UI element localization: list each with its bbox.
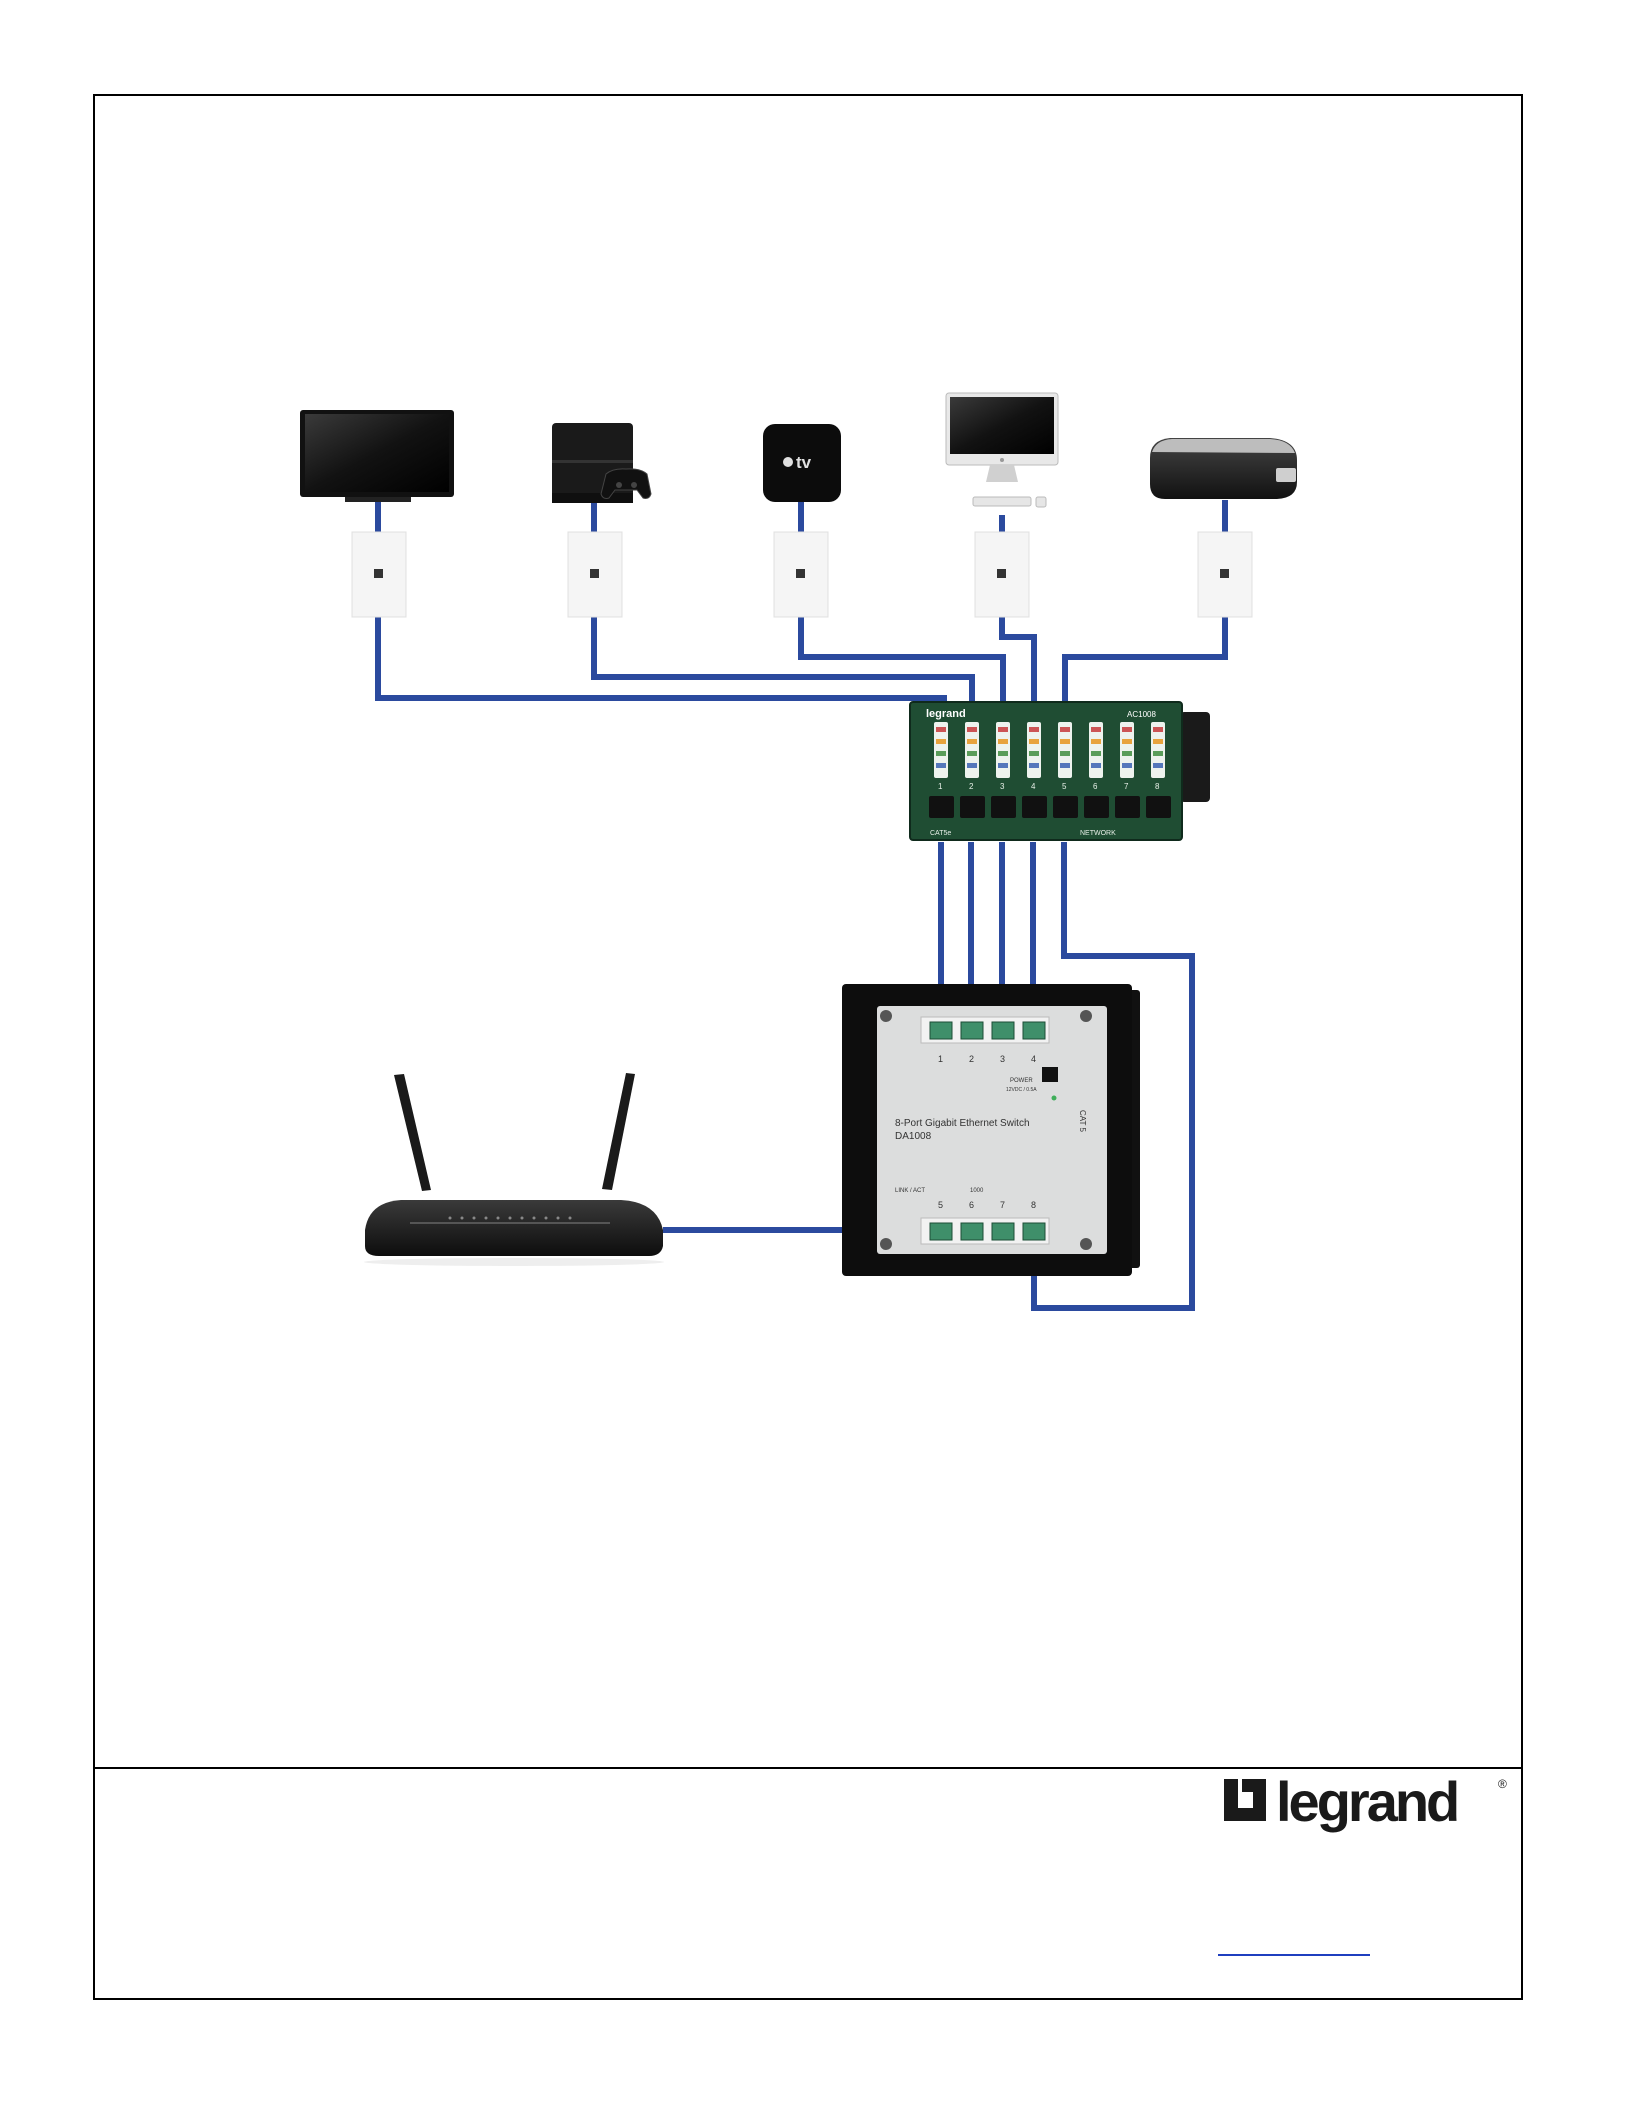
patch-panel-network-label: NETWORK: [1080, 830, 1116, 837]
legrand-logo: legrand ®: [1222, 1768, 1522, 1858]
wallplate-2: [568, 532, 622, 617]
switch-port-number: 6: [969, 1200, 974, 1210]
punchdown-block-5: [1058, 722, 1072, 778]
switch-speed-label: 1000: [970, 1188, 984, 1194]
switch-link-label: LINK / ACT: [895, 1188, 925, 1194]
wallplate-5: [1198, 532, 1252, 617]
media-box-icon: [1150, 438, 1297, 499]
switch-model: DA1008: [895, 1131, 932, 1142]
apple-tv-label: tv: [796, 453, 812, 472]
patch-panel-port-number: 6: [1093, 782, 1098, 791]
switch-port-2: [961, 1022, 983, 1039]
switch-port-1: [930, 1022, 952, 1039]
switch-power-spec: 12VDC / 0.5A: [1006, 1087, 1037, 1093]
switch-power-led: [1052, 1096, 1057, 1101]
wallplate-4: [975, 532, 1029, 617]
punchdown-block-6: [1089, 722, 1103, 778]
switch-power-jack: [1042, 1067, 1058, 1082]
legrand-logo-mark: legrand ®: [1222, 1768, 1522, 1858]
patch-panel-brand: legrand: [926, 708, 966, 720]
switch-port-number: 7: [1000, 1200, 1005, 1210]
wallplates: [352, 532, 1252, 617]
ethernet-switch: 1 2 3 4 5 6 7 8 POWER 12VDC / 0.5A 8-Port Giga…: [842, 984, 1140, 1276]
wallplate-1: [352, 532, 406, 617]
patch-panel-jack-7: [1115, 796, 1140, 818]
patch-panel-port-number: 3: [1000, 782, 1005, 791]
logo-text: legrand: [1276, 1770, 1457, 1833]
patch-panel-jack-6: [1084, 796, 1109, 818]
wireless-router-icon: [364, 1073, 664, 1266]
punchdown-block-7: [1120, 722, 1134, 778]
switch-side-label: CAT 5: [1078, 1110, 1087, 1132]
punchdown-block-2: [965, 722, 979, 778]
switch-port-3: [992, 1022, 1014, 1039]
patch-panel-jack-1: [929, 796, 954, 818]
switch-port-number: 3: [1000, 1054, 1005, 1064]
switch-port-7: [992, 1223, 1014, 1240]
game-console-icon: [552, 423, 651, 503]
patch-panel-port-number: 5: [1062, 782, 1067, 791]
switch-port-5: [930, 1223, 952, 1240]
patch-panel-port-number: 1: [938, 782, 943, 791]
tv-icon: [300, 410, 454, 502]
switch-port-number: 5: [938, 1200, 943, 1210]
patch-panel-port-number: 2: [969, 782, 974, 791]
patch-panel-jack-3: [991, 796, 1016, 818]
registered-mark: ®: [1498, 1777, 1507, 1791]
patch-panel-model: AC1008: [1127, 710, 1156, 719]
switch-port-8: [1023, 1223, 1045, 1240]
patch-panel-jack-2: [960, 796, 985, 818]
patch-panel-port-number: 8: [1155, 782, 1160, 791]
switch-title: 8-Port Gigabit Ethernet Switch: [895, 1118, 1030, 1129]
switch-port-number: 2: [969, 1054, 974, 1064]
patch-panel: legrand AC1008 1 2 3 4 5 6 7 8 CAT5e NETWORK: [910, 702, 1210, 840]
wallplate-3: [774, 532, 828, 617]
patch-panel-jack-4: [1022, 796, 1047, 818]
patch-panel-cat-label: CAT5e: [930, 830, 951, 837]
patch-panel-port-number: 7: [1124, 782, 1129, 791]
footer-link-underline[interactable]: [1218, 1954, 1370, 1956]
switch-port-number: 1: [938, 1054, 943, 1064]
patch-panel-jack-5: [1053, 796, 1078, 818]
patch-panel-port-number: 4: [1031, 782, 1036, 791]
patch-panel-jack-8: [1146, 796, 1171, 818]
switch-port-number: 8: [1031, 1200, 1036, 1210]
punchdown-block-1: [934, 722, 948, 778]
punchdown-block-8: [1151, 722, 1165, 778]
switch-port-6: [961, 1223, 983, 1240]
desktop-computer-icon: [946, 393, 1058, 507]
punchdown-block-3: [996, 722, 1010, 778]
apple-tv-icon: tv: [763, 424, 841, 502]
switch-port-number: 4: [1031, 1054, 1036, 1064]
switch-port-4: [1023, 1022, 1045, 1039]
switch-power-label: POWER: [1010, 1078, 1033, 1084]
punchdown-block-4: [1027, 722, 1041, 778]
